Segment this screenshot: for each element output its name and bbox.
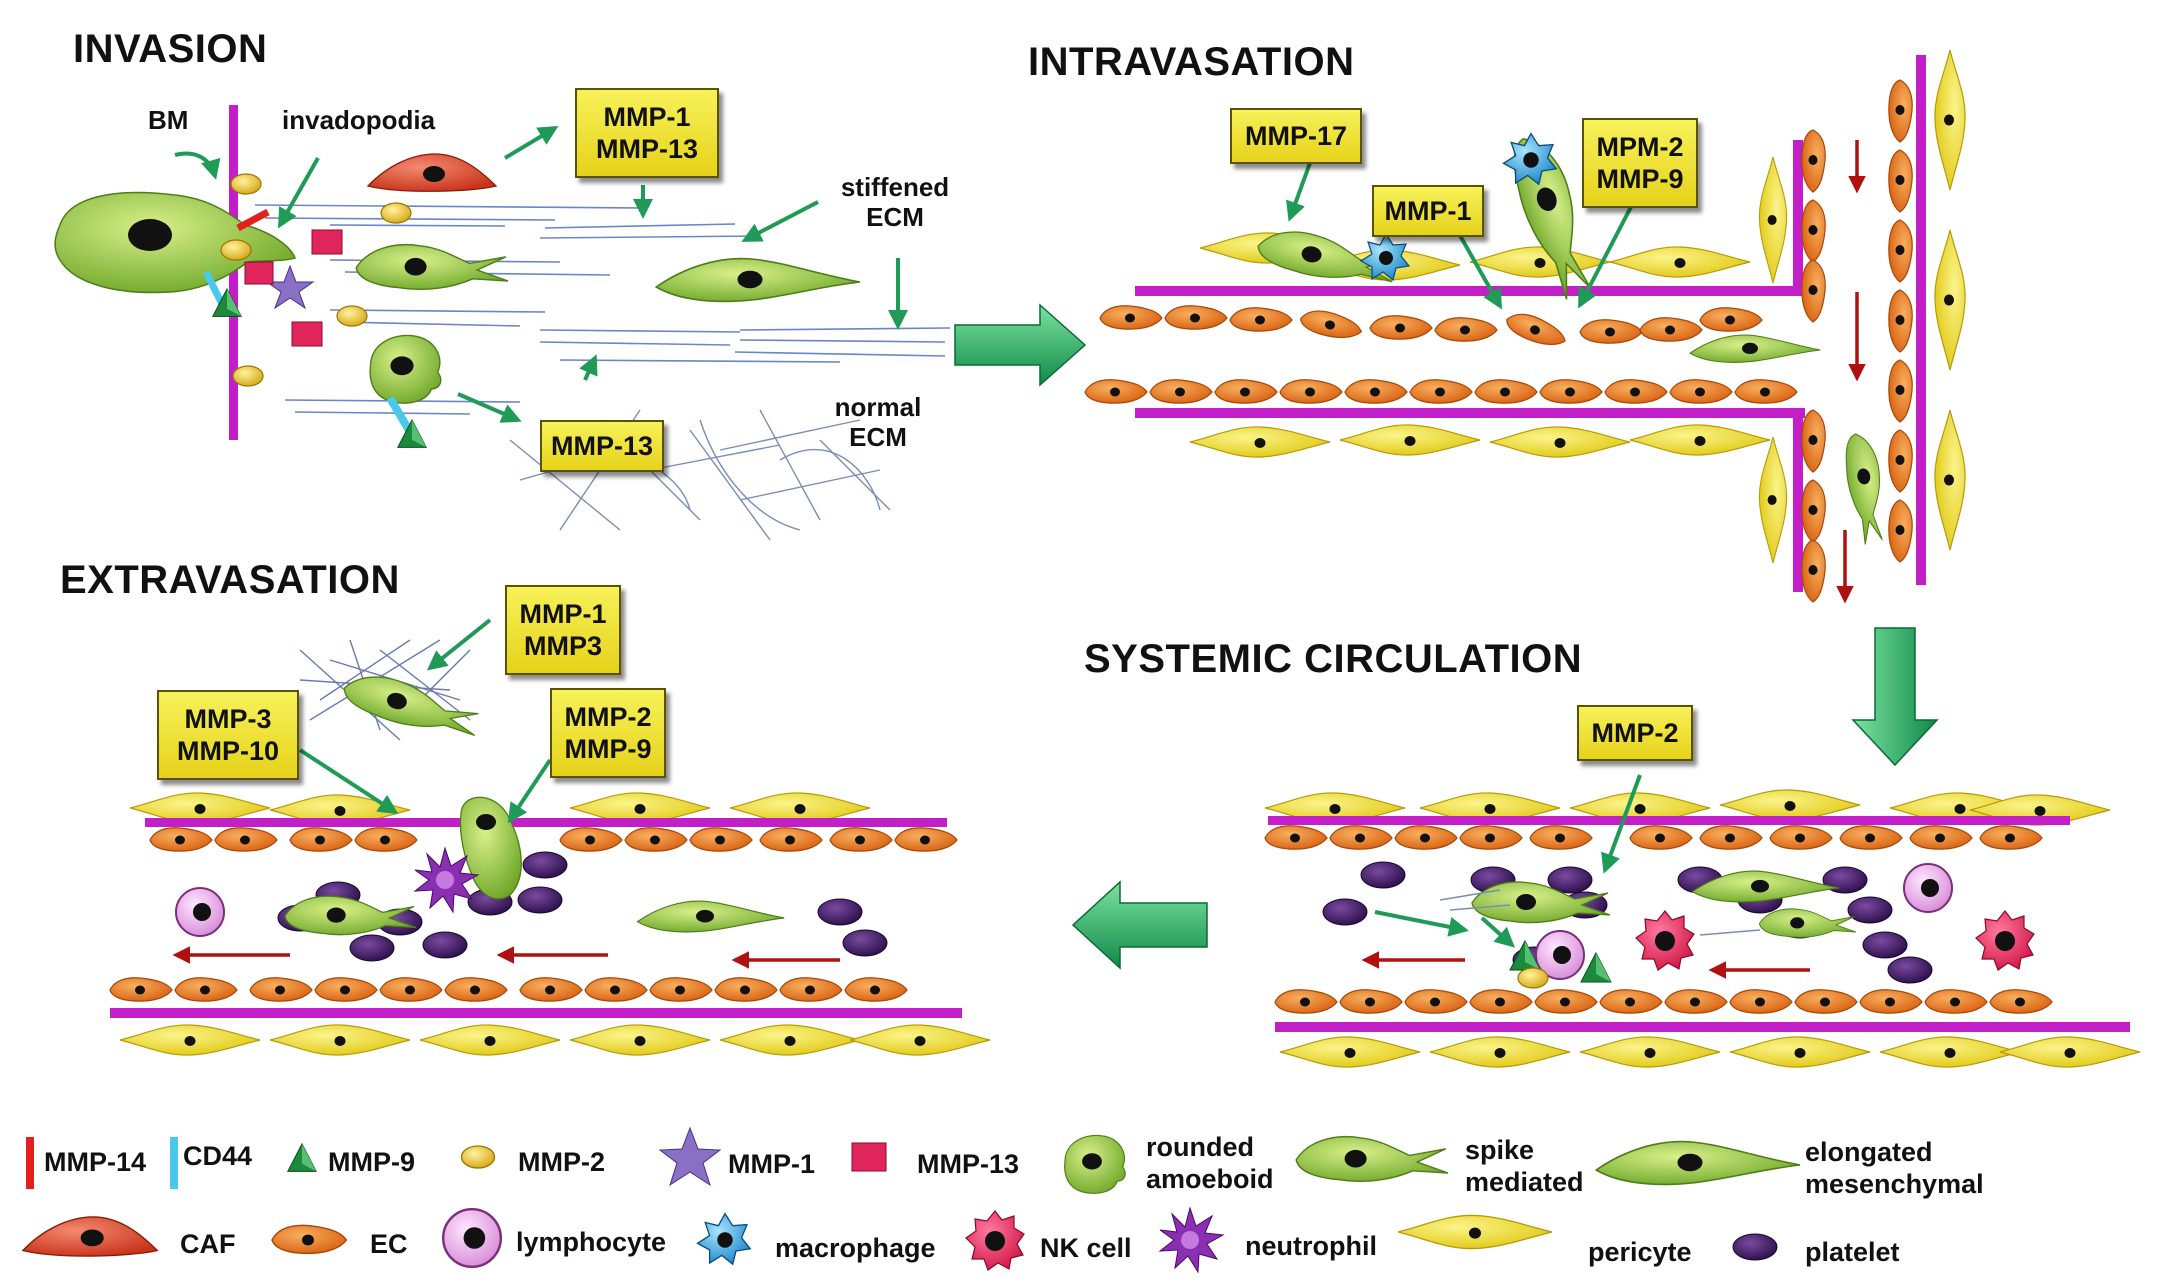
mmp2-icon	[230, 173, 262, 195]
tag-circulation-mmp2: MMP-2	[1577, 705, 1693, 761]
legend-platelet-label: platelet	[1805, 1237, 1900, 1267]
arrow-to-intravasation	[954, 303, 1087, 387]
legend-icons	[22, 1126, 1801, 1273]
tag-intravasation-mpm2-mmp9: MPM-2 MMP-9	[1582, 118, 1698, 208]
tag-line: MMP-2	[564, 702, 652, 732]
legend-mmp9-label: MMP-9	[328, 1147, 415, 1177]
lymphocyte-icon	[442, 1207, 502, 1269]
legend-mmp2-label: MMP-2	[518, 1147, 605, 1177]
nk-cell-icon	[965, 1210, 1025, 1271]
mmp2-icon	[232, 365, 264, 387]
normal-ecm-label: normal ECM	[834, 392, 922, 452]
legend-pericyte-label: pericyte	[1588, 1237, 1692, 1267]
mmp1-icon	[265, 264, 315, 310]
extravasation-panel	[109, 618, 991, 1056]
legend-neutrophil-label: neutrophil	[1245, 1231, 1377, 1261]
tag-intravasation-mmp1: MMP-1	[1372, 185, 1484, 237]
tag-line: MPM-2	[1596, 132, 1684, 162]
stiffened-ecm-label: stiffened ECM	[840, 172, 950, 232]
tag-invasion-mmp13: MMP-13	[540, 420, 664, 472]
mmp13-icon	[291, 321, 323, 347]
invasion-panel	[54, 105, 951, 541]
tag-line: MMP-9	[1596, 164, 1684, 194]
red-bar-icon	[26, 1137, 34, 1189]
legend-ec-label: EC	[370, 1229, 408, 1259]
legend-spike-mediated-label: spike mediated	[1465, 1135, 1584, 1197]
tag-line: MMP-17	[1244, 121, 1347, 151]
tag-line: MMP-1	[519, 599, 607, 629]
tag-extravasation-mmp3-mmp10: MMP-3 MMP-10	[157, 690, 299, 780]
macrophage-icon	[696, 1212, 751, 1265]
invasion-title: INVASION	[73, 27, 268, 71]
green-triangle-icon	[287, 1143, 317, 1172]
rounded-cell-icon	[1064, 1134, 1126, 1194]
caf-cell-icon	[22, 1216, 158, 1257]
tag-line: MMP-1	[1384, 196, 1472, 226]
legend-lymphocyte-label: lymphocyte	[516, 1227, 667, 1257]
elongated-cell-icon	[1595, 1140, 1801, 1186]
legend-elongated-mesenchymal-label: elongated mesenchymal	[1805, 1137, 1984, 1199]
arrow-to-circulation	[1851, 627, 1939, 767]
legend-mmp14-label: MMP-14	[44, 1147, 147, 1177]
mmp14-icon	[236, 208, 270, 232]
legend-mmp13-label: MMP-13	[917, 1149, 1020, 1179]
pink-square-icon	[851, 1142, 887, 1172]
purple-star-icon	[658, 1126, 722, 1187]
mmp2-icon	[336, 305, 368, 327]
mmp2-icon	[380, 202, 412, 224]
legend-rounded-amoeboid-label: rounded amoeboid	[1146, 1132, 1274, 1194]
tag-intravasation-mmp17: MMP-17	[1230, 108, 1362, 164]
tag-invasion-mmp1-mmp13: MMP-1 MMP-13	[575, 88, 719, 178]
elongated-cell	[655, 257, 861, 303]
tag-line: MMP-13	[550, 431, 653, 461]
invadopodia-label: invadopodia	[282, 105, 436, 135]
spike-cell	[355, 243, 509, 291]
mmp2-icon	[220, 239, 252, 261]
legend-mmp1-label: MMP-1	[728, 1149, 815, 1179]
legend-macrophage-label: macrophage	[775, 1233, 936, 1263]
primary-tumor-cell	[54, 191, 297, 294]
intravasation-panel	[1084, 49, 1966, 604]
cyan-bar-icon	[170, 1137, 178, 1189]
arrow-to-extravasation	[1071, 880, 1208, 970]
bm-label: BM	[148, 105, 189, 135]
intravasation-title: INTRAVASATION	[1028, 40, 1355, 84]
systemic-circulation-title: SYSTEMIC CIRCULATION	[1084, 637, 1583, 681]
tag-line: MMP-13	[595, 134, 698, 164]
tag-extravasation-mmp1-mmp3: MMP-1 MMP3	[505, 585, 621, 675]
invasion-arrows	[174, 125, 908, 423]
tag-line: MMP-10	[176, 736, 279, 766]
rounded-cell	[369, 334, 442, 404]
tag-extravasation-mmp2-mmp9: MMP-2 MMP-9	[550, 688, 666, 778]
legend-nk-cell-label: NK cell	[1040, 1233, 1132, 1263]
spike-cell-icon	[1295, 1135, 1449, 1183]
mmp13-icon	[311, 229, 343, 255]
pericyte-icon	[1397, 1214, 1553, 1250]
legend-cd44-label: CD44	[183, 1141, 253, 1171]
extravasation-title: EXTRAVASATION	[60, 558, 400, 602]
systemic-circulation-panel	[1264, 774, 2141, 1068]
neutrophil-icon	[1159, 1207, 1224, 1273]
tag-line: MMP-1	[603, 102, 691, 132]
legend-caf-label: CAF	[180, 1229, 236, 1259]
tag-line: MMP3	[523, 631, 602, 661]
mmp13-icon	[244, 261, 274, 285]
platelet-icon	[1732, 1233, 1778, 1261]
tag-line: MMP-2	[1591, 718, 1679, 748]
tag-line: MMP-9	[564, 734, 652, 764]
tag-line: MMP-3	[184, 704, 272, 734]
ec-cell-icon	[271, 1224, 348, 1255]
caf-cell	[367, 153, 497, 192]
yellow-ellipse-icon	[460, 1145, 496, 1169]
